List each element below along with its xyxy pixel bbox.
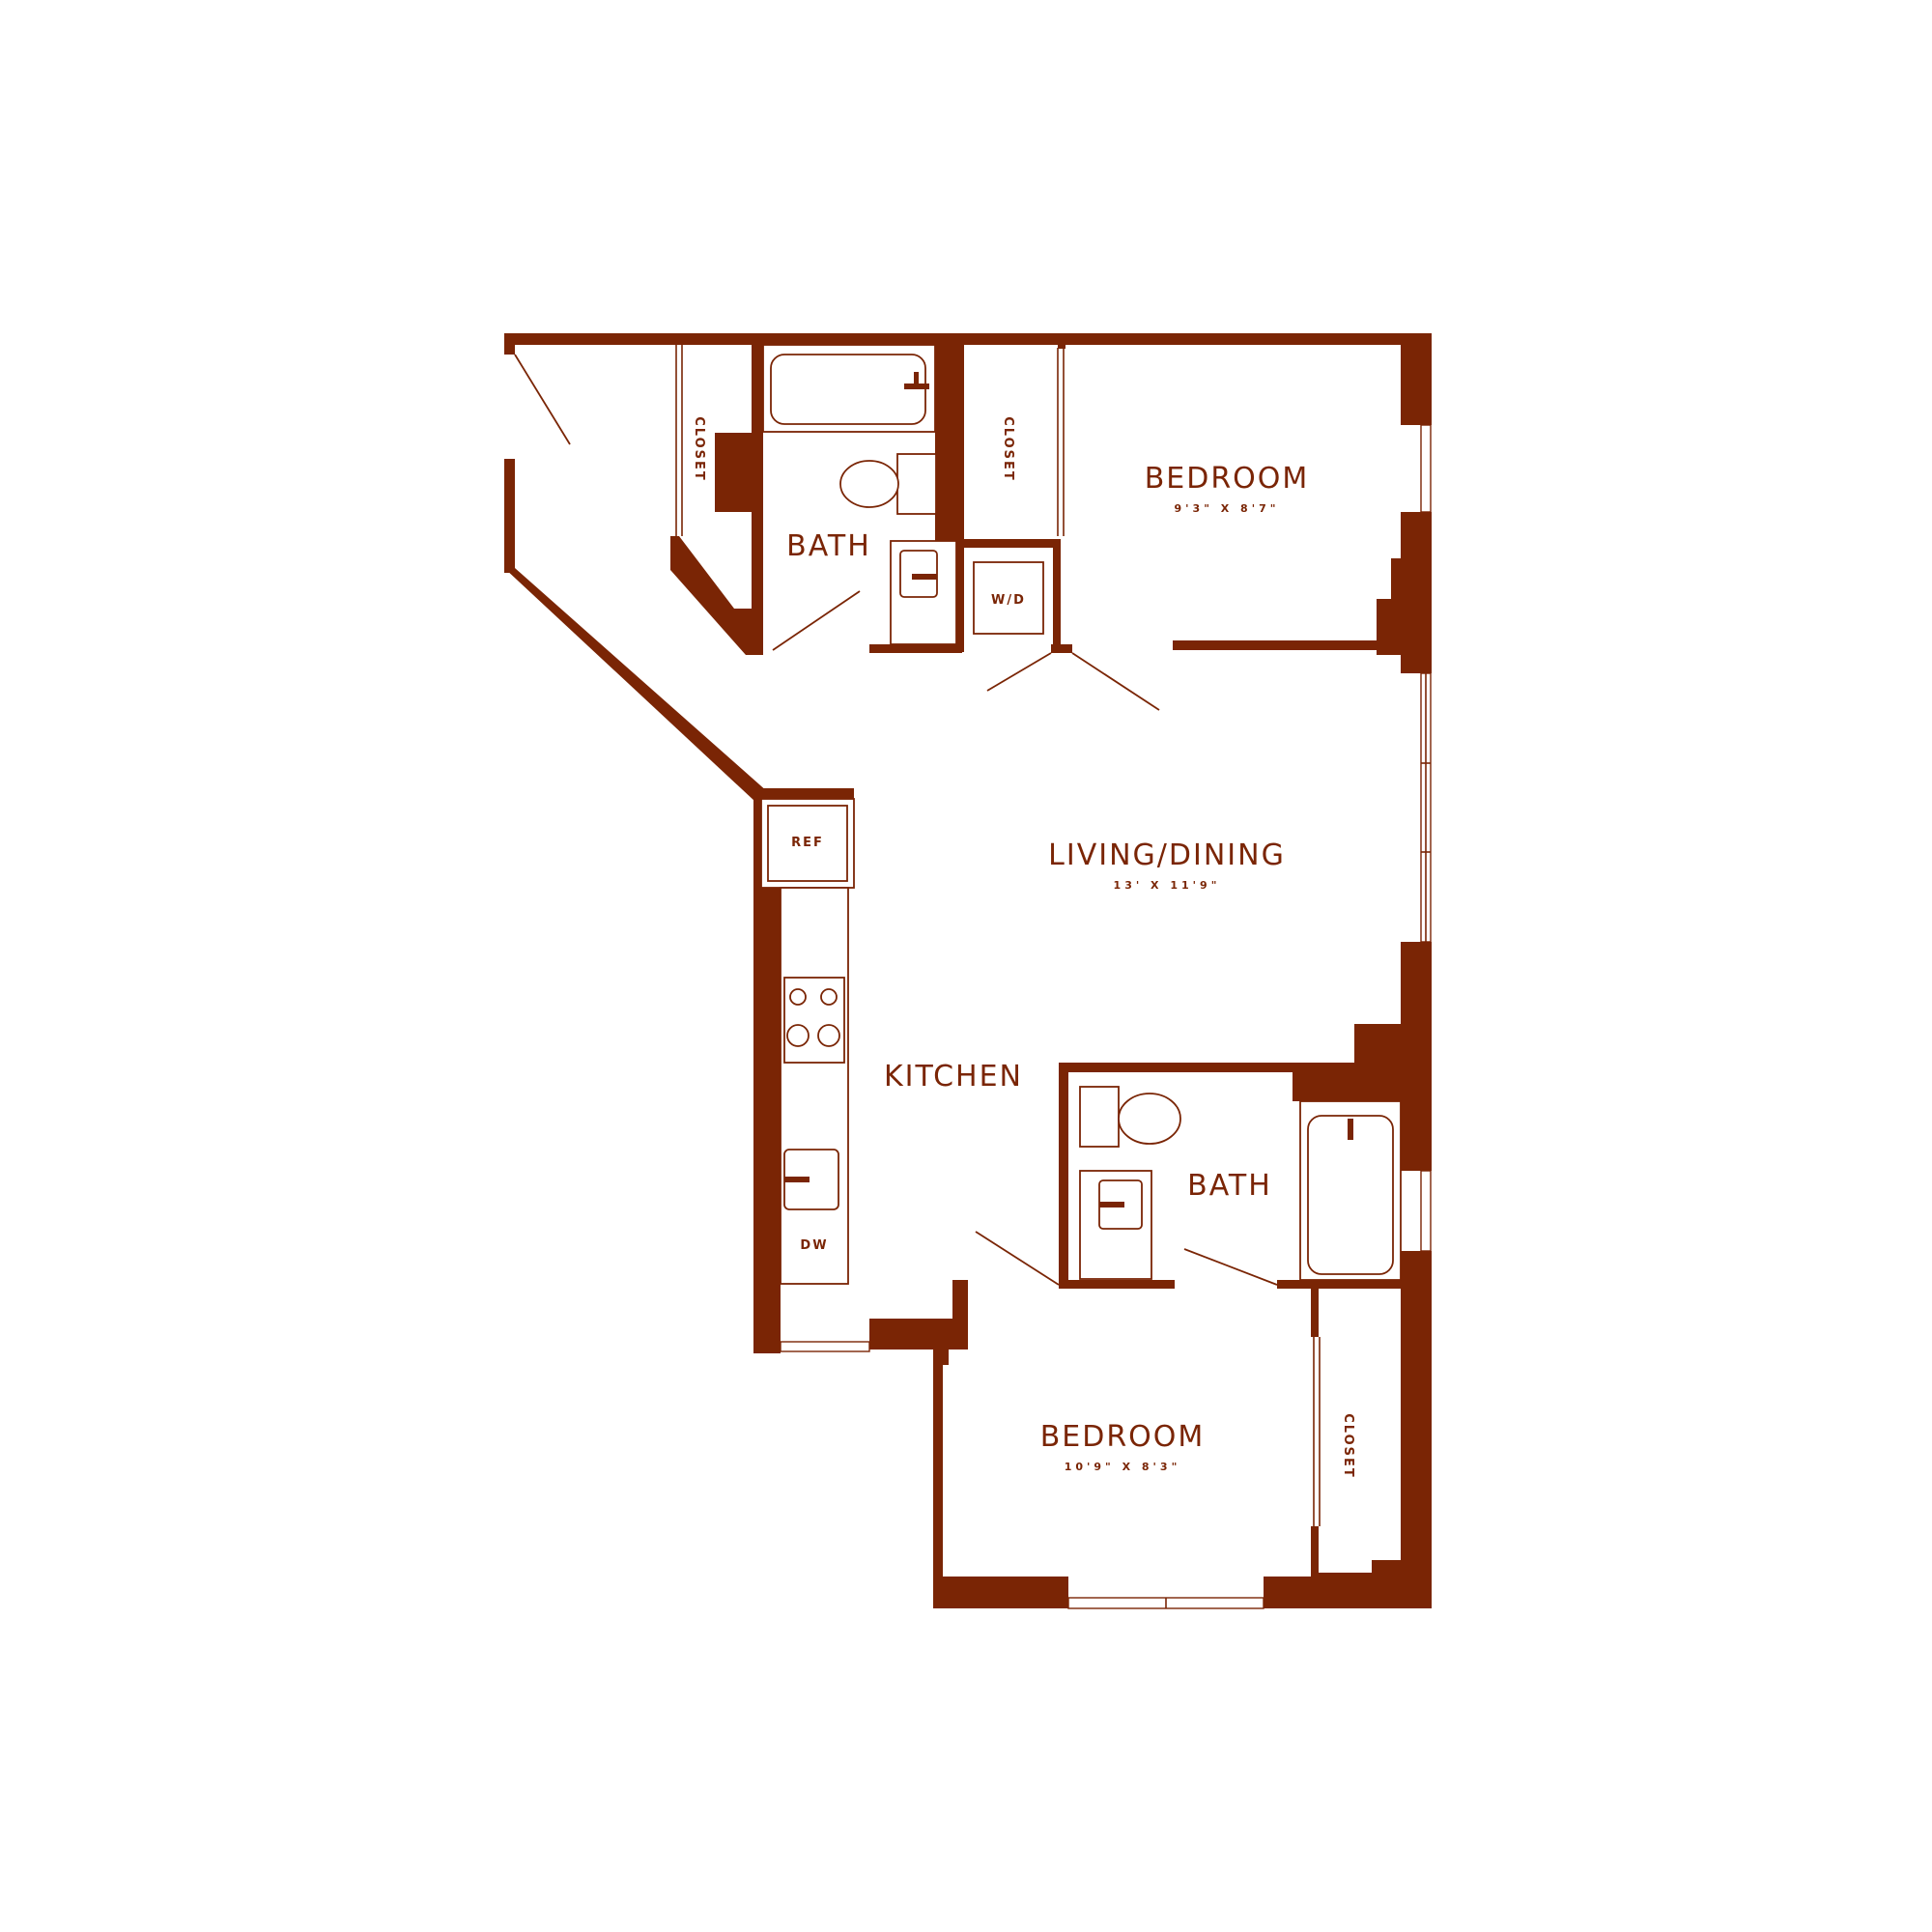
bedroom-2-dims: 10'9" X 8'3" <box>1065 1461 1181 1473</box>
closet-2-label: CLOSET <box>1001 416 1015 482</box>
doors <box>514 345 1321 1526</box>
bedroom-2-label: BEDROOM <box>1040 1420 1206 1454</box>
living-dining-label: LIVING/DINING <box>1048 838 1286 872</box>
bath-1-label: BATH <box>786 529 871 563</box>
dw-label: DW <box>800 1238 828 1253</box>
closet-1-label: CLOSET <box>692 416 706 482</box>
room-labels: BEDROOM 9'3" X 8'7" BATH CLOSET CLOSET W… <box>692 416 1355 1479</box>
bedroom-1-label: BEDROOM <box>1145 462 1310 496</box>
wd-label: W/D <box>991 593 1026 608</box>
fixtures <box>760 344 1402 1285</box>
bedroom-1-dims: 9'3" X 8'7" <box>1175 502 1280 515</box>
bath-2-label: BATH <box>1187 1169 1272 1203</box>
closet-3-label: CLOSET <box>1341 1413 1355 1479</box>
ref-label: REF <box>791 836 824 850</box>
windows <box>780 424 1432 1609</box>
kitchen-label: KITCHEN <box>884 1060 1023 1094</box>
walls <box>504 333 1432 1608</box>
living-dining-dims: 13' X 11'9" <box>1114 879 1221 892</box>
